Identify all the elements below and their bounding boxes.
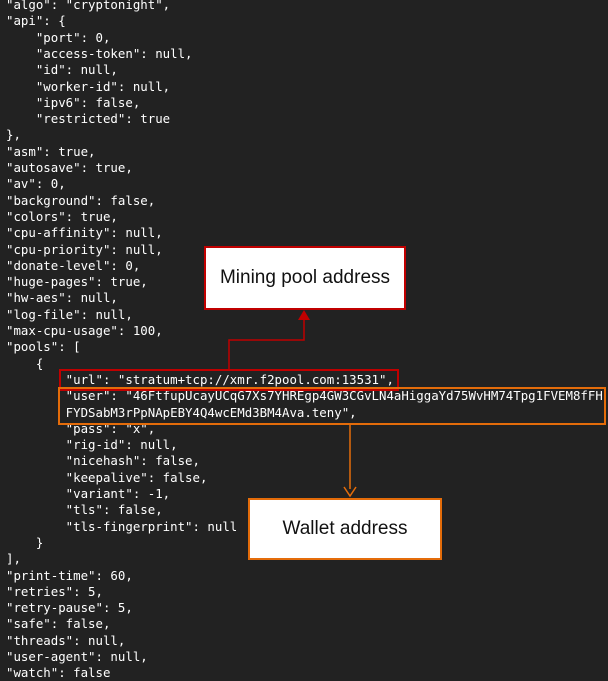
code-line: "cpu-priority": null, xyxy=(6,241,163,257)
code-line: { xyxy=(6,355,44,371)
code-line: "print-time": 60, xyxy=(6,567,133,583)
pool-connector xyxy=(228,318,305,369)
code-line: "variant": -1, xyxy=(6,486,171,501)
code-line: "id": null, xyxy=(6,62,118,78)
code-line: "safe": false, xyxy=(6,616,111,632)
code-line: "algo": "cryptonight", xyxy=(6,0,171,12)
code-line: "url": "stratum+tcp://xmr.f2pool.com:135… xyxy=(6,371,394,387)
code-line: "keepalive": false, xyxy=(6,469,208,485)
code-line: "access-token": null, xyxy=(6,45,193,61)
code-line: "log-file": null, xyxy=(6,306,133,322)
code-line: "port": 0, xyxy=(6,29,111,45)
code-line: "user-agent": null, xyxy=(6,649,148,664)
code-line: "nicehash": false, xyxy=(6,453,200,469)
code-line: "retries": 5, xyxy=(6,583,103,599)
code-line: "max-cpu-usage": 100, xyxy=(6,323,163,338)
code-line: "cpu-affinity": null, xyxy=(6,225,163,241)
code-line: "watch": false xyxy=(6,665,111,681)
code-line: "asm": true, xyxy=(6,143,96,159)
pool-url-highlight xyxy=(59,369,399,391)
wallet-user-highlight xyxy=(58,387,606,425)
code-line: "tls-fingerprint": null xyxy=(6,518,238,534)
code-line: "hw-aes": null, xyxy=(6,290,118,306)
code-line: FYDSabM3rPpNApEBY4Q4wcEMd3BM4Ava.teny", xyxy=(6,404,357,420)
code-line: } xyxy=(6,534,44,550)
code-line: }, xyxy=(6,127,21,143)
code-line: "background": false, xyxy=(6,192,156,208)
wallet-arrowhead xyxy=(343,486,357,498)
code-line: "av": 0, xyxy=(6,176,66,192)
code-line: "ipv6": false, xyxy=(6,94,141,110)
pool-arrowhead xyxy=(298,310,310,320)
mining-pool-callout: Mining pool address xyxy=(204,246,406,310)
code-line: "donate-level": 0, xyxy=(6,257,141,273)
code-line: "retry-pause": 5, xyxy=(6,600,133,616)
code-line: "rig-id": null, xyxy=(6,437,178,453)
code-line: "tls": false, xyxy=(6,502,163,518)
code-line: ], xyxy=(6,551,21,567)
code-line: "autosave": true, xyxy=(6,160,133,175)
code-line: "threads": null, xyxy=(6,632,126,648)
code-line: "pools": [ xyxy=(6,339,81,355)
code-line: "api": { xyxy=(6,13,66,29)
wallet-callout: Wallet address xyxy=(248,498,442,560)
code-line: "huge-pages": true, xyxy=(6,274,148,290)
code-line: "colors": true, xyxy=(6,208,118,224)
code-line: "worker-id": null, xyxy=(6,78,171,94)
code-line: "user": "46FtfupUcayUCqG7Xs7YHREgp4GW3CG… xyxy=(6,388,603,404)
code-line: "restricted": true xyxy=(6,111,171,127)
